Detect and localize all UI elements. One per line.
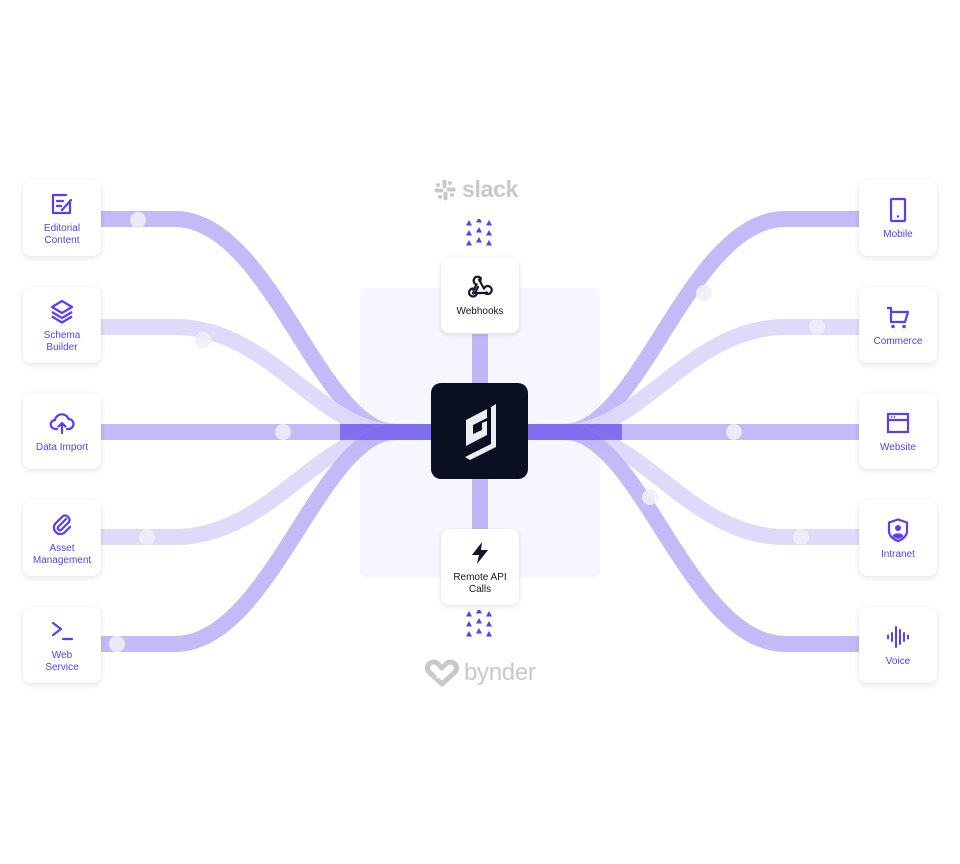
arrow-up-icon: [466, 230, 472, 236]
arrow-up-icon: [466, 631, 472, 637]
arrow-up-icon: [476, 219, 482, 223]
source-web-service[interactable]: Web Service: [23, 607, 101, 683]
flow-line-4: [100, 424, 430, 545]
upload-arrows-bottom: [466, 610, 492, 637]
paperclip-icon: [49, 511, 75, 537]
shopping-cart-icon: [885, 304, 911, 330]
destination-commerce[interactable]: Commerce: [859, 287, 937, 363]
flow-dot: [275, 424, 291, 440]
source-editorial-content[interactable]: Editorial Content: [23, 180, 101, 256]
arrow-up-icon: [476, 618, 482, 624]
arrow-up-icon: [486, 230, 492, 236]
webhook-icon: [467, 274, 493, 300]
hub-connector-bottom: [472, 478, 488, 530]
destination-intranet[interactable]: Intranet: [859, 500, 937, 576]
arrow-up-icon: [486, 220, 492, 226]
destination-label: Website: [880, 442, 916, 453]
remote-api-calls-label: Remote API Calls: [453, 572, 507, 595]
arrow-up-icon: [476, 610, 482, 614]
bynder-logo-icon: [425, 659, 459, 687]
hygraph-logo-icon: [464, 404, 496, 460]
arrow-up-icon: [486, 631, 492, 637]
mobile-phone-icon: [885, 197, 911, 223]
flow-dot: [809, 319, 825, 335]
source-label: Asset Management: [32, 543, 92, 566]
source-data-import[interactable]: Data Import: [23, 393, 101, 469]
core-line-right: [527, 424, 622, 440]
destination-voice[interactable]: Voice: [859, 607, 937, 683]
source-label: Editorial Content: [43, 223, 81, 246]
destination-label: Voice: [885, 656, 911, 667]
bynder-logo: bynder: [425, 659, 536, 687]
arrow-up-icon: [476, 628, 482, 634]
cloud-upload-icon: [49, 410, 75, 436]
flow-line-out-2: [528, 319, 860, 440]
flow-dot: [139, 529, 155, 545]
upload-arrows-top: [466, 219, 492, 246]
source-schema-builder[interactable]: Schema Builder: [23, 287, 101, 363]
hub-connector-top: [472, 334, 488, 384]
source-label: Web Service: [45, 650, 79, 673]
flow-dot: [109, 636, 125, 652]
flow-dot: [696, 285, 712, 301]
remote-api-calls-node[interactable]: Remote API Calls: [441, 529, 519, 605]
edit-document-icon: [49, 191, 75, 217]
destination-label: Intranet: [881, 549, 915, 560]
source-asset-management[interactable]: Asset Management: [23, 500, 101, 576]
slack-wordmark: slack: [462, 176, 519, 202]
flow-dot: [130, 212, 146, 228]
destination-website[interactable]: Website: [859, 393, 937, 469]
flow-dot: [726, 424, 742, 440]
flow-line-2: [100, 319, 430, 440]
destination-label: Commerce: [873, 336, 923, 347]
arrow-up-icon: [486, 611, 492, 617]
sound-wave-icon: [885, 624, 911, 650]
source-label: Data Import: [35, 442, 89, 453]
slack-logo-icon: [434, 179, 456, 200]
core-line-left: [340, 424, 432, 440]
arrow-up-icon: [466, 220, 472, 226]
arrow-up-icon: [466, 621, 472, 627]
destination-mobile[interactable]: Mobile: [859, 180, 937, 256]
arrow-up-icon: [476, 237, 482, 243]
arrow-up-icon: [466, 240, 472, 246]
layers-icon: [49, 298, 75, 324]
arrow-up-icon: [486, 240, 492, 246]
source-label: Schema Builder: [43, 330, 81, 353]
lightning-bolt-icon: [467, 540, 493, 566]
arrow-up-icon: [466, 611, 472, 617]
flow-line-out-4: [528, 424, 860, 545]
webhooks-label: Webhooks: [456, 306, 504, 317]
destination-label: Mobile: [883, 229, 913, 240]
flow-dot: [195, 332, 211, 348]
flow-dot: [642, 489, 658, 505]
hygraph-core[interactable]: [431, 383, 528, 479]
flow-dot: [793, 529, 809, 545]
browser-window-icon: [885, 410, 911, 436]
bynder-wordmark: bynder: [464, 659, 536, 686]
arrow-up-icon: [486, 621, 492, 627]
shield-user-icon: [885, 517, 911, 543]
slack-logo: slack: [433, 176, 518, 203]
webhooks-node[interactable]: Webhooks: [441, 257, 519, 333]
terminal-icon: [49, 618, 75, 644]
arrow-up-icon: [476, 227, 482, 233]
